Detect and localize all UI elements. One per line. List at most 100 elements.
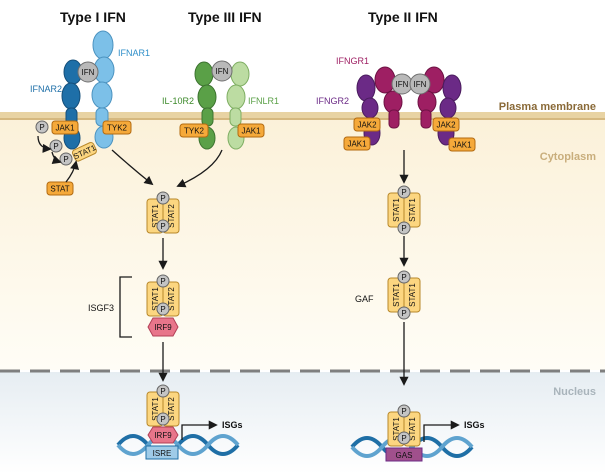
svg-text:P: P [39, 123, 44, 132]
svg-text:IFN: IFN [82, 68, 95, 77]
gas-element: GAS [385, 447, 423, 462]
svg-text:TYK2: TYK2 [107, 124, 128, 133]
dna-helix-right [350, 436, 474, 458]
svg-text:STAT1: STAT1 [151, 287, 160, 311]
svg-text:JAK1: JAK1 [347, 140, 367, 149]
ifngr2-label: IFNGR2 [316, 96, 349, 106]
svg-text:IRF9: IRF9 [154, 323, 172, 332]
type2-ifn-header: Type II IFN [368, 9, 438, 25]
nucleus-region [0, 372, 605, 474]
svg-text:STAT2: STAT2 [167, 204, 176, 228]
isgf3-bracket [119, 276, 132, 338]
gas-transcription-arrow [423, 420, 460, 442]
type3-tyk2: TYK2 [179, 123, 209, 138]
svg-text:STAT1: STAT1 [408, 198, 417, 222]
type2-jak2-right: JAK2 [432, 117, 460, 132]
svg-text:JAK2: JAK2 [357, 121, 377, 130]
svg-text:JAK2: JAK2 [436, 121, 456, 130]
svg-text:STAT: STAT [50, 185, 69, 194]
svg-text:STAT1: STAT1 [408, 417, 417, 441]
il10r2-label: IL-10R2 [162, 96, 194, 106]
isre-transcription-arrow [181, 420, 218, 440]
type2-jak2-left: JAK2 [353, 117, 381, 132]
membrane-label: Plasma membrane [499, 101, 596, 113]
svg-text:P: P [63, 155, 68, 164]
type2-jak1-right: JAK1 [448, 137, 476, 152]
type2-ifn-ligand-right: IFN [409, 73, 431, 95]
stat-recruit-arrow [65, 160, 80, 183]
cytoplasm-label: Cytoplasm [540, 151, 596, 163]
svg-text:STAT1: STAT1 [408, 283, 417, 307]
svg-text:P: P [160, 415, 165, 424]
cytoplasm-region [0, 118, 605, 370]
type2-jak1-left: JAK1 [343, 136, 371, 151]
svg-text:P: P [401, 309, 406, 318]
type3-jak1: JAK1 [237, 123, 265, 138]
isgs-label-left: ISGs [222, 420, 243, 430]
free-stat: STAT [46, 181, 74, 196]
ifnar1-receptor [91, 30, 115, 149]
isgs-label-right: ISGs [464, 420, 485, 430]
phospho-arrow-1 [37, 135, 52, 153]
ifnar2-label: IFNAR2 [30, 84, 62, 94]
il10r2-receptor [194, 61, 217, 150]
svg-text:P: P [401, 407, 406, 416]
svg-text:P: P [160, 277, 165, 286]
isgf3-complex: STAT1 STAT2 P P IRF9 [146, 274, 180, 337]
nuclear-isgf3-complex: STAT1 STAT2 P P IRF9 [146, 384, 180, 444]
phospho-arrow-2 [51, 151, 62, 165]
svg-text:ISRE: ISRE [153, 449, 172, 458]
svg-text:JAK1: JAK1 [241, 127, 261, 136]
svg-text:P: P [401, 188, 406, 197]
gaf-complex: STAT1 STAT1 P P [387, 270, 421, 320]
stat1-stat2-dimer: STAT1 STAT2 P P [146, 191, 180, 234]
svg-text:P: P [160, 387, 165, 396]
isgf3-label: ISGF3 [88, 303, 114, 313]
ifnlr1-label: IFNLR1 [248, 96, 279, 106]
svg-text:STAT2: STAT2 [167, 397, 176, 421]
isre-element: ISRE [145, 445, 179, 460]
svg-text:STAT1: STAT1 [151, 397, 160, 421]
ifngr1-label: IFNGR1 [336, 56, 369, 66]
nuclear-gaf-complex: STAT1 STAT1 P P [387, 404, 421, 447]
svg-text:TYK2: TYK2 [184, 127, 205, 136]
svg-text:STAT1: STAT1 [151, 204, 160, 228]
svg-text:JAK1: JAK1 [452, 141, 472, 150]
type3-ifn-header: Type III IFN [188, 9, 262, 25]
svg-text:JAK1: JAK1 [55, 124, 75, 133]
type1-to-dimer-arrow [111, 149, 154, 186]
type1-ifn-header: Type I IFN [60, 9, 126, 25]
stat1-homodimer: STAT1 STAT1 P P [387, 185, 421, 235]
type3-ifn-ligand: IFN [211, 60, 233, 82]
svg-text:IFN: IFN [396, 80, 409, 89]
svg-text:P: P [401, 434, 406, 443]
svg-text:STAT1: STAT1 [392, 198, 401, 222]
plasma-membrane [0, 112, 605, 120]
svg-text:STAT1: STAT1 [392, 283, 401, 307]
svg-text:P: P [401, 273, 406, 282]
svg-text:IFN: IFN [414, 80, 427, 89]
type1-jak1: JAK1 [51, 120, 79, 135]
svg-text:P: P [160, 305, 165, 314]
nucleus-label: Nucleus [553, 386, 596, 398]
type1-tyk2: TYK2 [102, 120, 132, 135]
svg-text:P: P [160, 222, 165, 231]
svg-text:IRF9: IRF9 [154, 431, 172, 440]
receptor-phospho-2: P [59, 152, 73, 166]
type3-to-dimer-arrow [176, 149, 223, 188]
svg-text:GAS: GAS [396, 451, 413, 460]
dna-helix-left [116, 434, 240, 456]
jak1-phospho: P [35, 120, 49, 134]
svg-text:STAT2: STAT2 [167, 287, 176, 311]
svg-text:P: P [401, 224, 406, 233]
svg-text:P: P [160, 194, 165, 203]
receptor-phospho-1: P [49, 139, 63, 153]
svg-text:STAT1: STAT1 [392, 417, 401, 441]
svg-text:P: P [53, 142, 58, 151]
gaf-label: GAF [355, 294, 374, 304]
svg-text:IFN: IFN [216, 67, 229, 76]
type2-ifn-ligand-left: IFN [391, 73, 413, 95]
ifnar1-label: IFNAR1 [118, 48, 150, 58]
type1-ifn-ligand: IFN [77, 61, 99, 83]
